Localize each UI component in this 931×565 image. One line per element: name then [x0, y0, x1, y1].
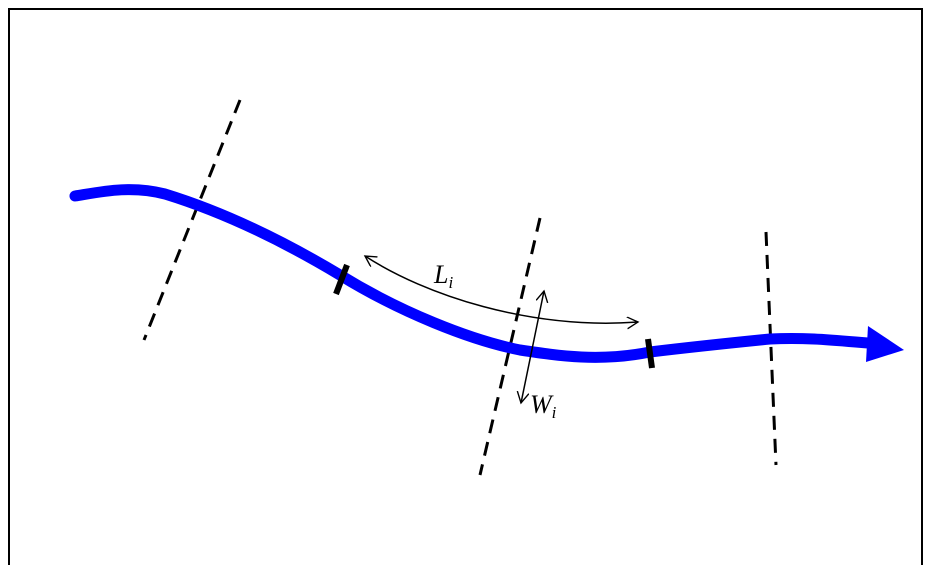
cross-section-line-3 — [764, 231, 778, 466]
channel-width-label-main: W — [530, 390, 554, 419]
cross-section-line-1 — [142, 99, 242, 341]
river-channel — [69, 184, 886, 363]
reach-length-label: Li — [433, 260, 453, 292]
flow-direction-arrowhead — [866, 326, 904, 362]
reach-length-label-main: L — [433, 260, 448, 289]
reach-boundary-tick-downstream — [645, 338, 655, 369]
reach-boundary-tick-upstream — [333, 263, 350, 296]
reach-length-label-subscript: i — [448, 273, 453, 292]
frame-border — [8, 8, 923, 565]
cross-section-line-2 — [478, 217, 542, 476]
channel-width-arrow — [521, 291, 544, 403]
channel-width-label: Wi — [530, 390, 557, 422]
reach-length-arrow — [365, 256, 638, 323]
channel-width-label-subscript: i — [552, 403, 557, 422]
